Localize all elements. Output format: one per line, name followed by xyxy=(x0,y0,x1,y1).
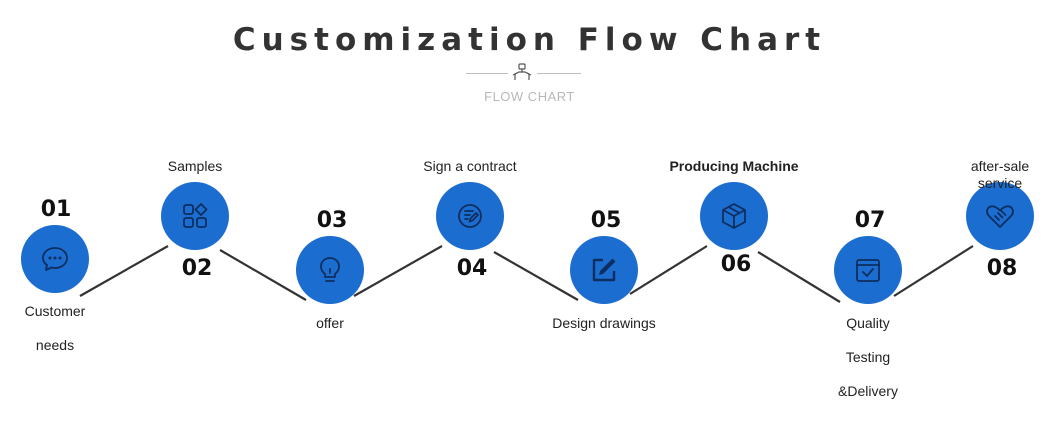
title-divider-left xyxy=(466,73,508,74)
step-05-number: 05 xyxy=(590,208,622,233)
step-05-label: Design drawings xyxy=(534,306,674,340)
step-08-label: after-sale service xyxy=(950,149,1050,200)
step-04-label-line-1: Sign a contract xyxy=(423,158,517,174)
connector-4-5 xyxy=(493,251,579,301)
page-title: Customization Flow Chart xyxy=(232,22,827,58)
step-04-number: 04 xyxy=(456,256,488,281)
step-07-node xyxy=(834,236,902,304)
step-02-number: 02 xyxy=(181,256,213,281)
step-01-label-line-1: Customer xyxy=(24,303,86,319)
step-05-node xyxy=(570,236,638,304)
app-grid-icon xyxy=(183,203,208,228)
connector-3-4 xyxy=(353,245,443,297)
step-03-node xyxy=(296,236,364,304)
step-01-node xyxy=(21,225,89,293)
connector-6-7 xyxy=(757,251,841,303)
calendar-check-icon xyxy=(856,259,880,282)
step-07-label-line-1: Quality xyxy=(846,315,890,331)
page-subtitle: FLOW CHART xyxy=(484,89,575,104)
step-07-label: Quality Testing &Delivery xyxy=(808,306,928,408)
handshake-icon xyxy=(986,205,1014,228)
lightbulb-icon xyxy=(320,257,340,282)
edit-pen-icon xyxy=(592,258,616,282)
step-08-label-line-1: after-sale xyxy=(970,158,1030,174)
step-06-node xyxy=(700,182,768,250)
connector-1-2 xyxy=(79,245,169,297)
step-07-label-line-3: &Delivery xyxy=(838,383,898,399)
step-08-number: 08 xyxy=(986,256,1018,281)
step-06-label: Producing Machine xyxy=(654,149,814,183)
step-03-number: 03 xyxy=(316,208,348,233)
step-02-node xyxy=(161,182,229,250)
step-04-node xyxy=(436,182,504,250)
step-06-label-line-1: Producing Machine xyxy=(669,158,799,174)
step-07-number: 07 xyxy=(854,208,886,233)
step-08-node xyxy=(966,182,1034,250)
handshake-robot-icon xyxy=(512,63,532,80)
step-03-label: offer xyxy=(270,306,390,340)
step-01-number: 01 xyxy=(40,197,72,222)
step-01-label-line-2: needs xyxy=(35,337,75,353)
step-02-label: Samples xyxy=(135,149,255,183)
cube-box-icon xyxy=(722,203,746,229)
chat-bubble-icon xyxy=(42,247,68,271)
contract-icon xyxy=(458,204,482,228)
step-06-number: 06 xyxy=(720,252,752,277)
step-01-label: Customer needs xyxy=(0,294,110,362)
title-divider-right xyxy=(537,73,581,74)
step-02-label-line-1: Samples xyxy=(167,158,223,174)
step-05-label-line-1: Design drawings xyxy=(552,315,656,331)
step-04-label: Sign a contract xyxy=(400,149,540,183)
step-03-label-line-1: offer xyxy=(316,315,344,331)
connector-7-8 xyxy=(893,245,974,297)
connector-5-6 xyxy=(629,245,708,295)
step-08-label-line-2: service xyxy=(977,175,1023,191)
connector-2-3 xyxy=(219,249,307,301)
step-07-label-line-2: Testing xyxy=(845,349,891,365)
